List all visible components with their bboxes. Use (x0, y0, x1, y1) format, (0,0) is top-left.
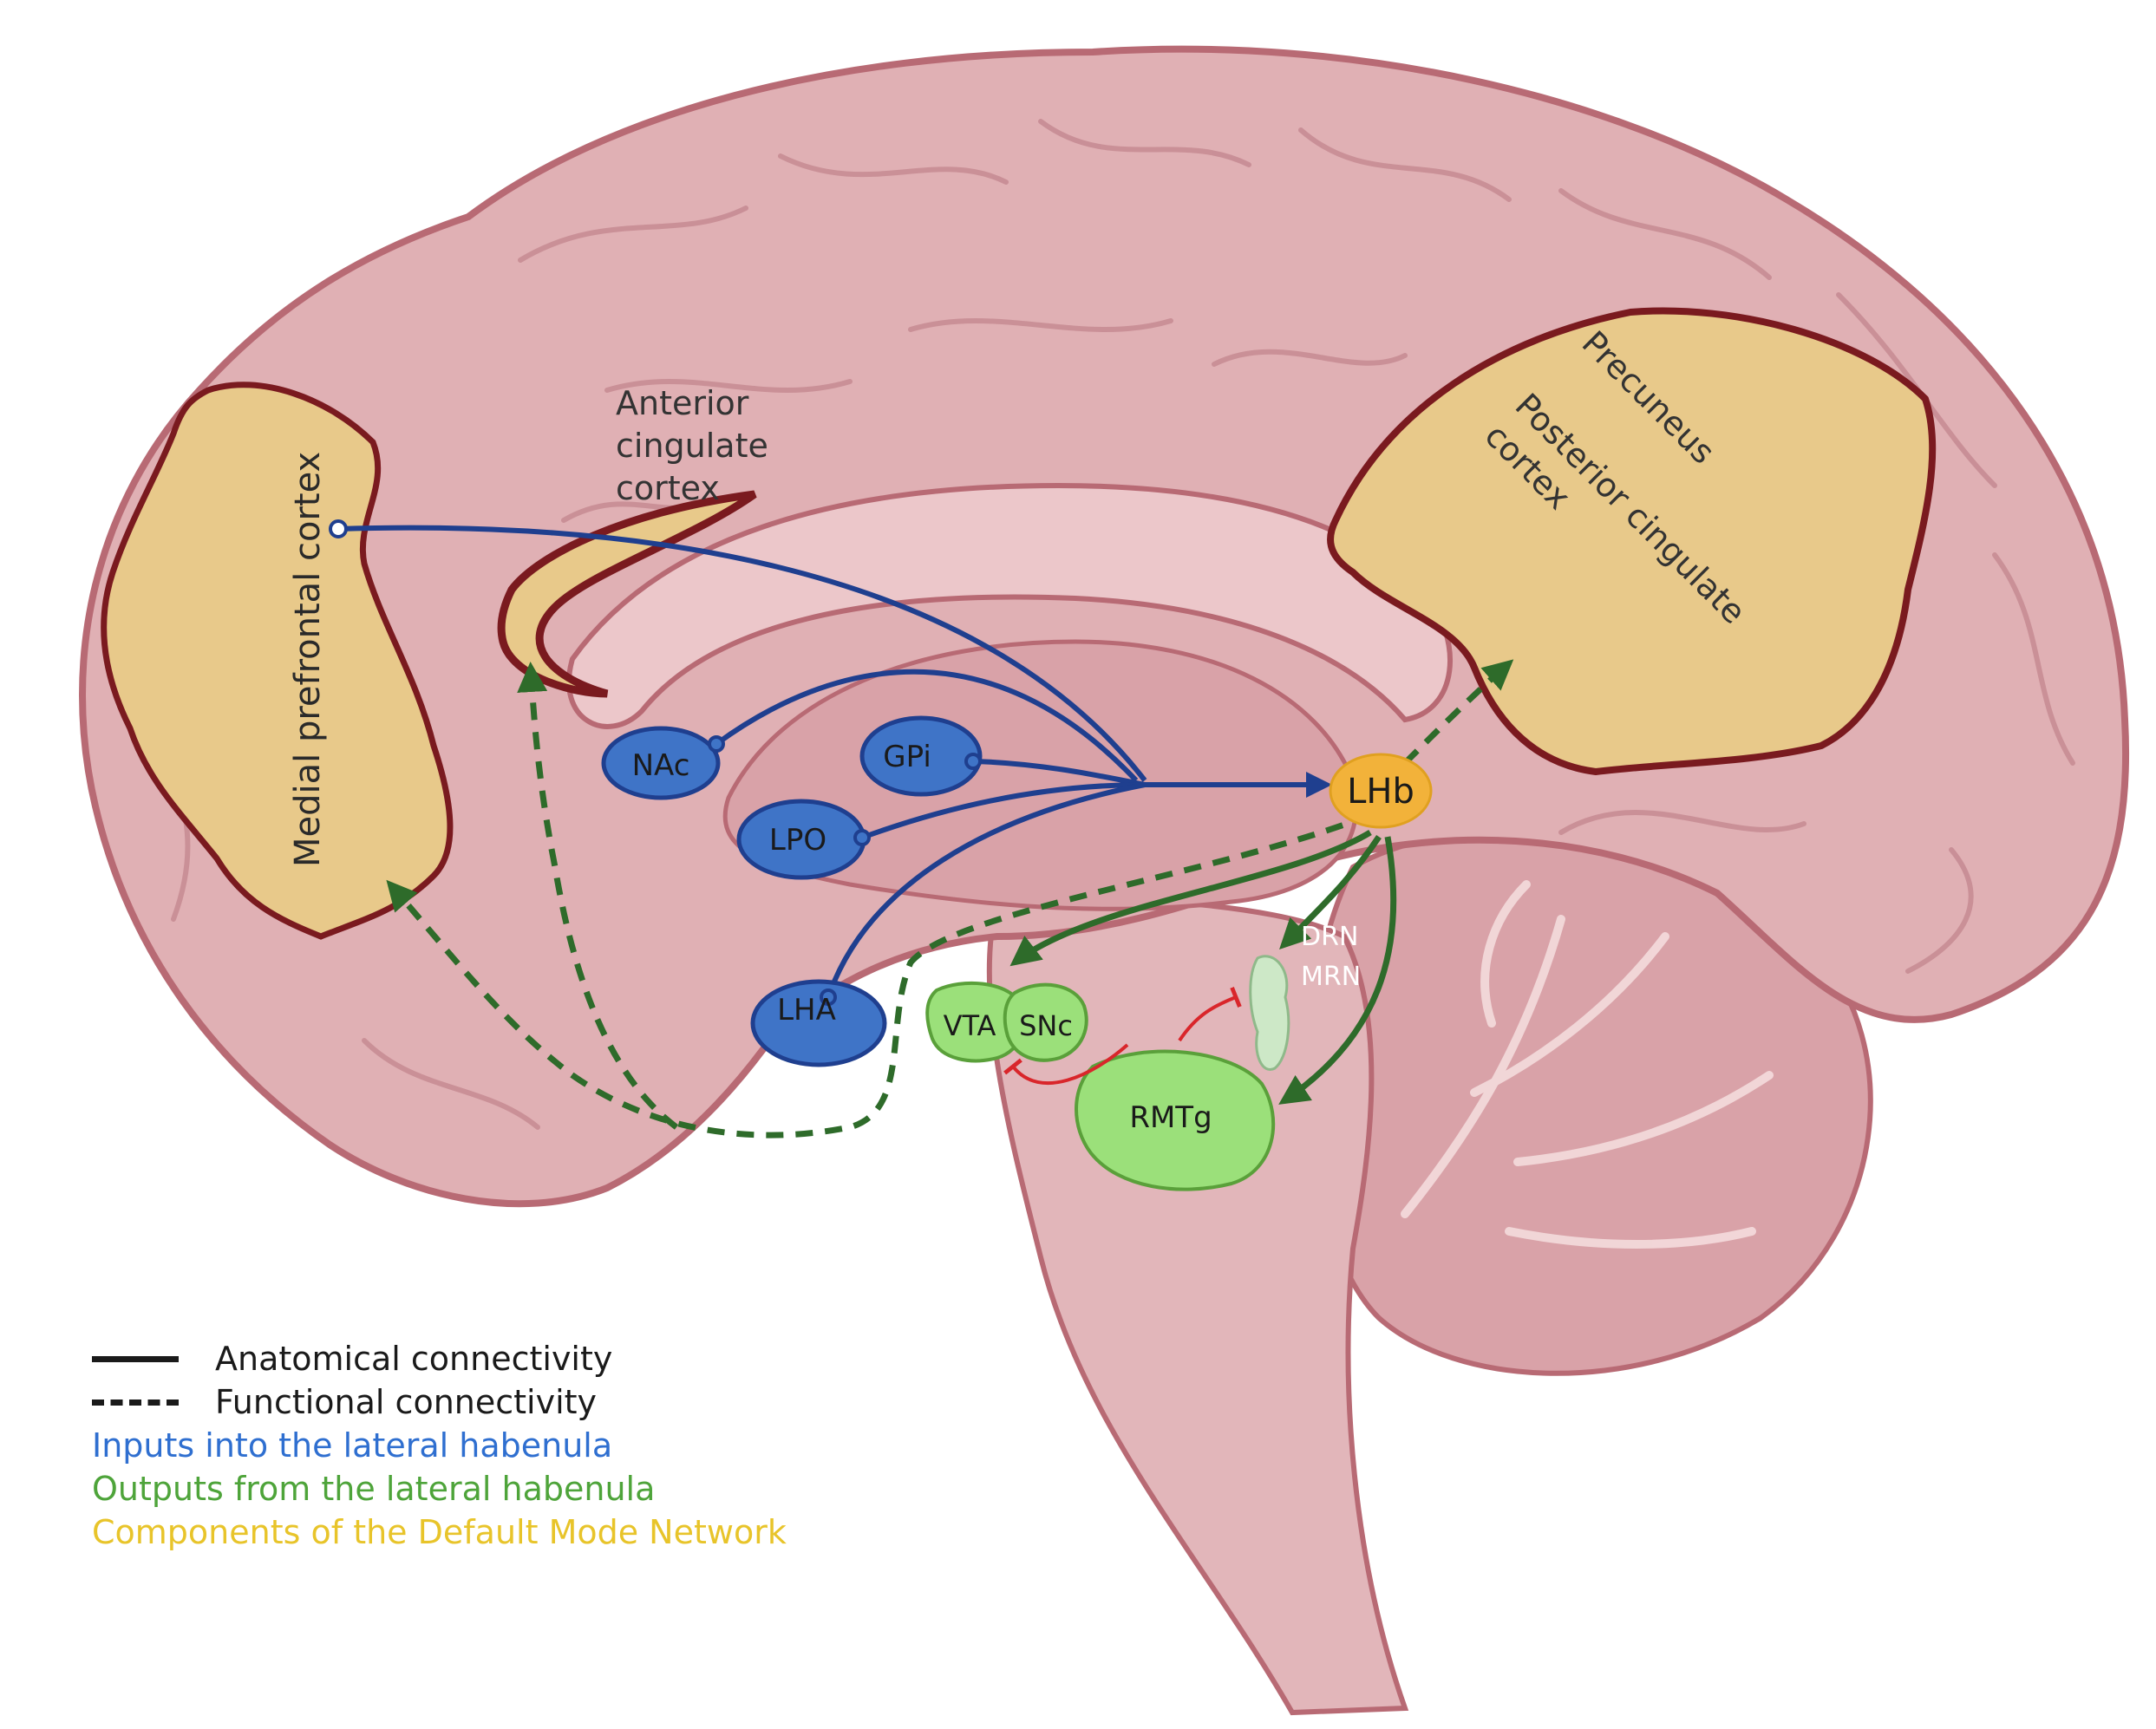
output-pathways (1009, 829, 1397, 1105)
acc-label-line-1: Anterior (616, 384, 749, 422)
lha-label: LHA (777, 993, 836, 1028)
lpo-label: LPO (769, 823, 826, 858)
nac-label: NAc (632, 748, 690, 783)
lhb-node (1329, 753, 1433, 829)
acc-label-line-2: cingulate (616, 427, 768, 465)
lpo-to-lhb-path (860, 782, 1146, 840)
lhb-label: LHb (1347, 772, 1414, 812)
acc-label-line-3: cortex (616, 469, 720, 507)
gpi-to-lhb-path (972, 759, 1146, 787)
vta-label: VTA (944, 1009, 996, 1042)
legend-outputs: Outputs from the lateral habenula (92, 1467, 1046, 1510)
thalamus-region (722, 639, 1359, 911)
legend-inputs-label: Inputs into the lateral habenula (92, 1426, 613, 1465)
mrn-label: MRN (1301, 962, 1361, 992)
rmtg-node (1075, 1049, 1276, 1191)
lhb-to-pcc-dashed (1402, 659, 1514, 766)
lhb-to-mpfc-dashed (386, 812, 1372, 1139)
corpus-callosum (566, 482, 1453, 729)
snc-node (1003, 982, 1088, 1062)
mpfc-label: Medial prefrontal cortex (288, 452, 328, 867)
rmtg-to-vta-inhibit (1003, 1043, 1129, 1086)
lha-to-lhb-path (826, 782, 1146, 998)
lha-node (750, 979, 887, 1067)
dashed-line-swatch (92, 1399, 179, 1406)
functional-connections (386, 659, 1514, 1139)
rmtg-label: RMTg (1129, 1100, 1212, 1135)
mpfc-region (101, 382, 454, 940)
pcc-precuneus-region (1327, 307, 1937, 776)
legend-outputs-label: Outputs from the lateral habenula (92, 1470, 656, 1508)
nac-node (601, 726, 721, 800)
snc-label: SNc (1019, 1009, 1073, 1042)
mpfc-to-lhb-path (337, 525, 1147, 782)
legend: Anatomical connectivity Functional conne… (92, 1337, 1046, 1554)
rmtg-to-drn-inhibit (1178, 986, 1242, 1042)
gpi-label: GPi (883, 740, 931, 774)
mpfc-input-terminal (329, 519, 348, 538)
acc-region (497, 490, 757, 698)
legend-functional-label: Functional connectivity (215, 1383, 598, 1421)
legend-anatomical-label: Anatomical connectivity (215, 1340, 613, 1378)
drn-mrn-node (1249, 955, 1290, 1071)
input-pathways (337, 525, 1332, 998)
drn-label: DRN (1301, 922, 1358, 952)
lhb-to-rmtg-path (1278, 836, 1397, 1105)
nac-to-lhb-path (715, 669, 1139, 783)
legend-inputs: Inputs into the lateral habenula (92, 1424, 1046, 1467)
vta-node (925, 981, 1026, 1063)
legend-functional: Functional connectivity (92, 1380, 1046, 1424)
legend-dmn: Components of the Default Mode Network (92, 1510, 1046, 1554)
legend-anatomical: Anatomical connectivity (92, 1337, 1046, 1380)
lhb-to-vta-path (1009, 829, 1372, 967)
solid-line-swatch (92, 1355, 179, 1362)
inhibitory-pathways (1003, 986, 1242, 1086)
lhb-to-drn-path (1279, 835, 1382, 949)
legend-dmn-label: Components of the Default Mode Network (92, 1513, 787, 1551)
